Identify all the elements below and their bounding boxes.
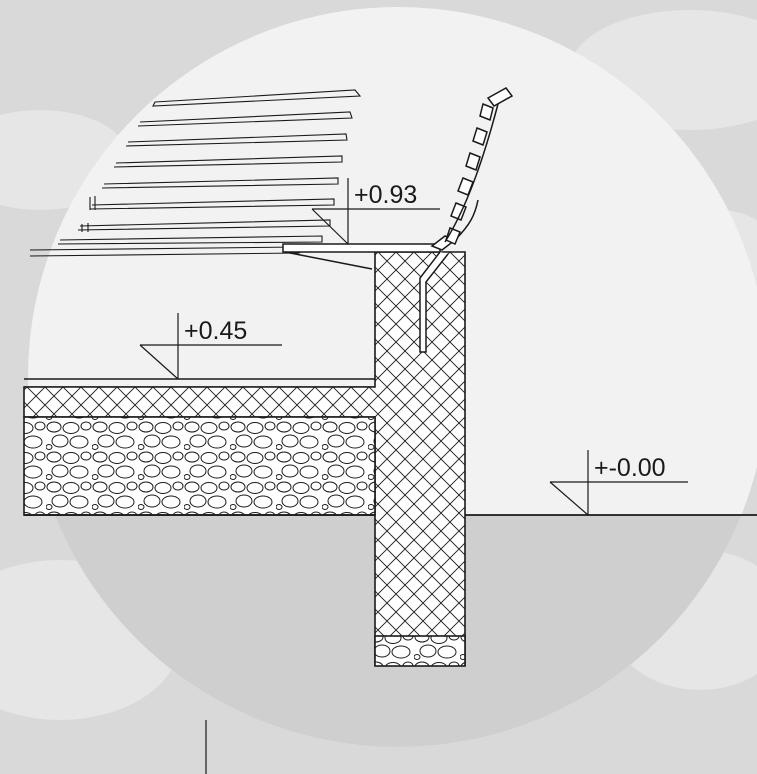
foundation-gravel (374, 635, 466, 667)
level-marker-ground (549, 450, 688, 516)
level-label-ground: +-0.00 (594, 454, 666, 482)
level-label-bench-top: +0.93 (354, 181, 417, 209)
bench (282, 87, 514, 353)
level-marker-bench-top (311, 178, 440, 245)
level-label-terrace-floor: +0.45 (184, 317, 247, 345)
terrace-steps (29, 89, 362, 257)
gravel-base (23, 416, 376, 516)
level-marker-terrace-floor (139, 313, 282, 380)
